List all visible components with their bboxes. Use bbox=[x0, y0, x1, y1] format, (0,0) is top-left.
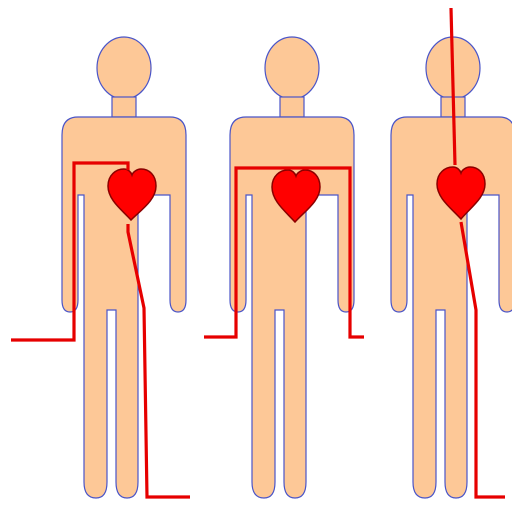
human-figure-icon bbox=[230, 37, 354, 498]
human-figure-icon bbox=[391, 37, 512, 498]
current-path-3-lower bbox=[461, 222, 505, 497]
human-figure-3 bbox=[391, 37, 512, 498]
human-figure-1 bbox=[62, 37, 186, 498]
human-figure-icon bbox=[62, 37, 186, 498]
human-figure-2 bbox=[230, 37, 354, 498]
